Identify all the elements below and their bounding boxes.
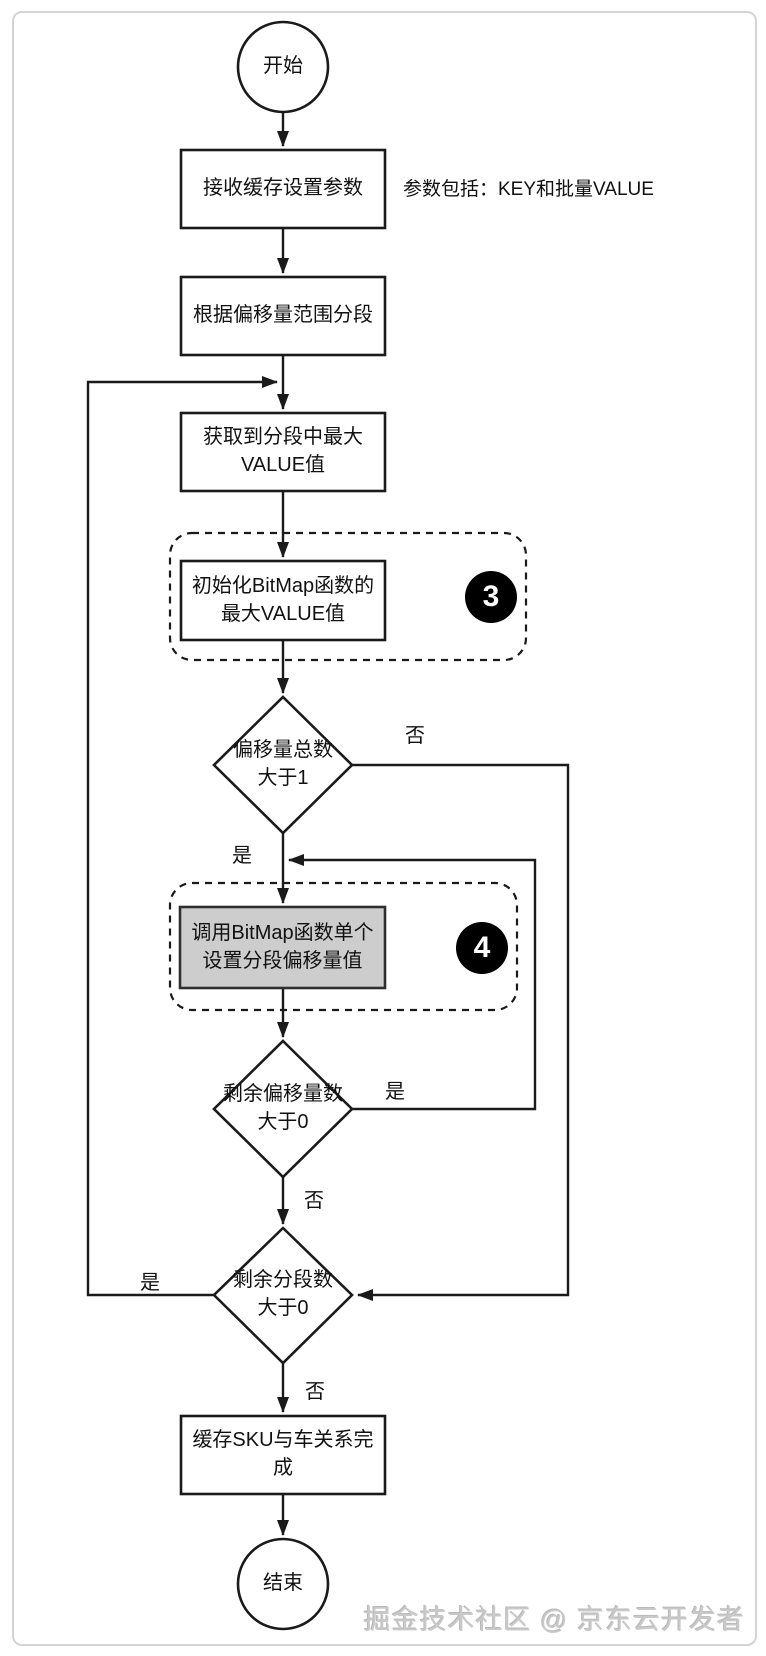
get-max-value-node-shape <box>179 411 387 493</box>
receive-params-node-shape <box>179 148 387 230</box>
call-bitmap-node-shape <box>178 905 387 990</box>
decision1-shape <box>212 695 354 835</box>
decision3-no-label: 否 <box>305 1380 325 1403</box>
decision3-label: 剩余分段数 大于0 <box>233 1269 333 1319</box>
group-step4-container <box>168 881 519 1012</box>
segment-node-shape <box>179 275 387 357</box>
init-bitmap-node-label: 初始化BitMap函数的 最大VALUE值 <box>191 574 375 625</box>
badge-step4-number: 4 <box>473 931 491 964</box>
decision2-shape <box>212 1039 354 1179</box>
decision1-label: 偏移量总数 大于1 <box>233 739 333 789</box>
badge-step3-circle <box>465 571 517 623</box>
decision1-no-label: 否 <box>405 724 425 747</box>
decision2-yes-label: 是 <box>385 1080 405 1103</box>
cache-done-node-shape <box>179 1414 387 1496</box>
decision3-shape <box>212 1226 354 1365</box>
group-step3-container <box>168 531 528 662</box>
decision3-yes-label: 是 <box>140 1271 160 1294</box>
decision1-yes-label: 是 <box>232 844 252 867</box>
params-annotation: 参数包括：KEY和批量VALUE <box>403 178 654 200</box>
watermark-text: 掘金技术社区 @ 京东云开发者 <box>363 1604 745 1635</box>
init-bitmap-node-shape <box>179 559 387 642</box>
badge-step3-number: 3 <box>482 580 500 613</box>
receive-params-node-label: 接收缓存设置参数 <box>203 177 363 200</box>
end-node-shape <box>236 1537 330 1631</box>
edge-decision1-no-branch <box>352 763 570 1301</box>
start-node-shape <box>236 20 330 114</box>
call-bitmap-node-label: 调用BitMap函数单个 设置分段偏移量值 <box>191 921 374 972</box>
badge-step4-circle <box>456 922 508 974</box>
segment-node-label: 根据偏移量范围分段 <box>193 304 373 327</box>
start-node-label: 开始 <box>263 55 303 78</box>
decision2-no-label: 否 <box>304 1189 324 1212</box>
cache-done-node-label: 缓存SKU与车关系完 成 <box>192 1429 374 1479</box>
edge-decision2-yes-loop <box>288 854 537 1111</box>
edge-decision3-yes-loop <box>86 376 278 1297</box>
get-max-value-node-label: 获取到分段中最大 VALUE值 <box>203 426 363 476</box>
end-node-label: 结束 <box>263 1572 303 1595</box>
decision2-label: 剩余偏移量数 大于0 <box>223 1083 343 1133</box>
